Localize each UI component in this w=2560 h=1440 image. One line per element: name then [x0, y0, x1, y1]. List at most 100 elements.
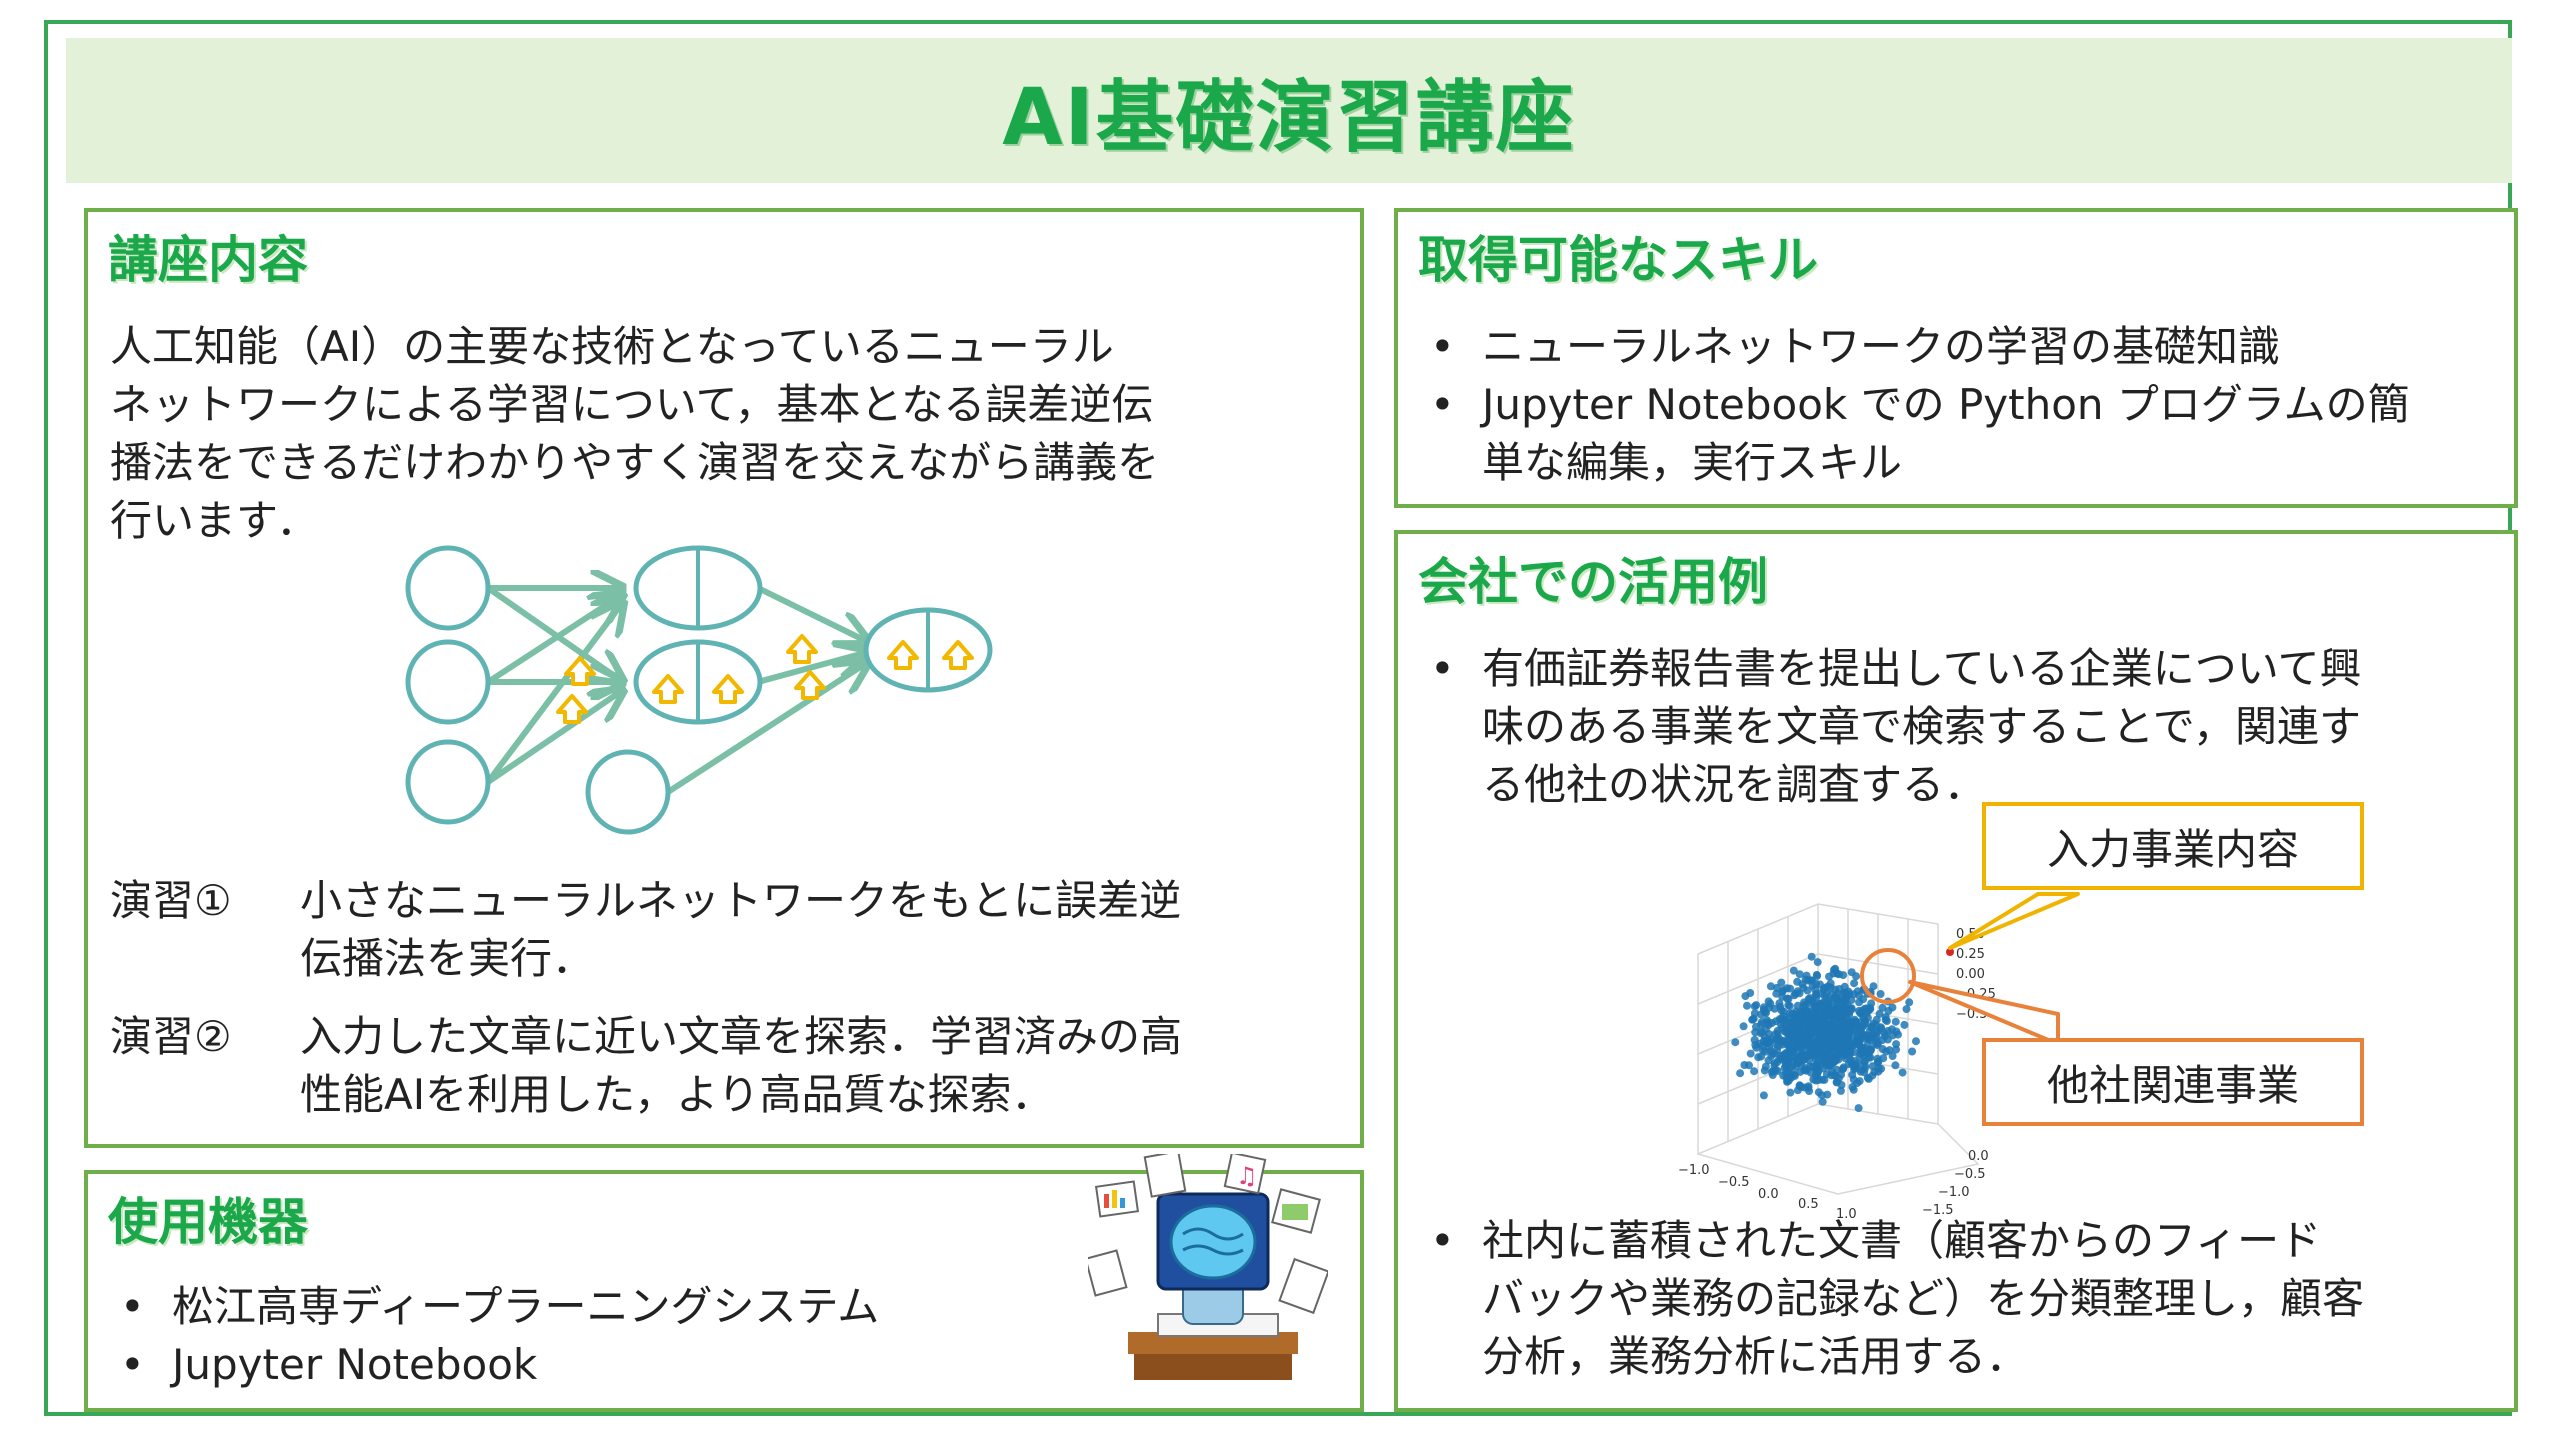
scatter-point [1751, 1041, 1760, 1049]
scatter-point [1833, 1003, 1842, 1012]
scatter-point [1771, 1066, 1780, 1075]
scatter-point [1777, 978, 1786, 987]
scatter-point [1850, 1057, 1859, 1066]
scatter-point [1804, 1016, 1813, 1025]
course-panel: 講座内容 人工知能（AI）の主要な技術となっているニューラル ネットワークによる… [84, 208, 1364, 1148]
scatter-point [1807, 952, 1816, 961]
y-tick: −0.5 [1954, 1167, 1986, 1182]
usecase-list-1: 有価証券報告書を提出している企業について興 味のある事業を文章で検索することで，… [1420, 640, 2510, 814]
scatter-point [1789, 966, 1798, 975]
scatter-point [1821, 1019, 1830, 1028]
scatter-point [1814, 1076, 1823, 1084]
scatter-3d-plot: 0.50 0.25 0.00 −0.25 −0.50 −1.0 −0.5 0.0… [1678, 903, 1996, 1222]
callout-input: 入力事業内容 [1982, 802, 2364, 890]
scatter-point [1766, 982, 1775, 991]
scatter-point [1865, 1048, 1874, 1057]
scatter-point [1777, 1006, 1786, 1015]
scatter-point [1813, 958, 1822, 967]
scatter-point [1745, 1061, 1753, 1070]
scatter-point [1736, 1069, 1745, 1078]
scatter-point [1804, 999, 1813, 1008]
scatter-point [1862, 1009, 1871, 1017]
callout-pointers [1908, 892, 2080, 1046]
scatter-point [1788, 1048, 1797, 1057]
scatter-point [1783, 1057, 1792, 1065]
scatter-point [1761, 1038, 1770, 1047]
usecase-panel: 会社での活用例 有価証券報告書を提出している企業について興 味のある事業を文章で… [1394, 530, 2518, 1412]
scatter-point [1772, 983, 1781, 992]
scatter-point [1855, 1007, 1863, 1015]
scatter-point [1795, 970, 1804, 979]
scatter-point [1902, 1005, 1911, 1014]
scatter-point [1750, 1067, 1759, 1076]
scatter-point [1849, 990, 1858, 999]
scatter-point [1882, 1017, 1891, 1025]
list-item: Jupyter Notebook [110, 1336, 1070, 1394]
equipment-heading: 使用機器 [108, 1193, 308, 1251]
scatter-point [1746, 1049, 1755, 1058]
scatter-point [1780, 1063, 1789, 1072]
scatter-point [1861, 1019, 1870, 1028]
scatter-point [1731, 1038, 1740, 1047]
list-item: 松江高専ディープラーニングシステム [110, 1278, 1070, 1336]
x-tick: 0.5 [1798, 1197, 1819, 1212]
scatter-point [1827, 990, 1836, 999]
page-title: AI基礎演習講座 [1002, 72, 1576, 163]
scatter-point [1766, 1046, 1775, 1055]
exercise-2: 演習② 入力した文章に近い文章を探索．学習済みの高 性能AIを利用した，より高品… [110, 1012, 1183, 1119]
scatter-point [1773, 1026, 1782, 1035]
scatter-point [1810, 1045, 1819, 1054]
equipment-list: 松江高専ディープラーニングシステム Jupyter Notebook [110, 1278, 1070, 1394]
scatter-point [1825, 1036, 1834, 1045]
scatter-point [1900, 1020, 1909, 1029]
scatter-point [1892, 1045, 1901, 1054]
scatter-point [1804, 1032, 1812, 1040]
scatter-point [1892, 1040, 1901, 1049]
scatter-point [1905, 998, 1914, 1007]
z-tick: 0.25 [1956, 947, 1985, 962]
list-item: ニューラルネットワークの学習の基礎知識 [1420, 318, 2510, 376]
scatter-point [1835, 1015, 1844, 1024]
scatter-point [1878, 1003, 1887, 1012]
scatter-point [1793, 987, 1802, 996]
course-heading: 講座内容 [108, 231, 308, 289]
scatter-point [1783, 994, 1791, 1003]
title-banner: AI基礎演習講座 [66, 38, 2512, 183]
scatter-point [1766, 999, 1775, 1008]
scatter-point [1879, 1054, 1888, 1063]
scatter-point [1854, 1104, 1863, 1113]
scatter-point [1811, 1022, 1820, 1031]
scatter-point [1825, 972, 1833, 981]
scatter-point [1850, 1063, 1859, 1071]
scatter-point [1834, 970, 1843, 979]
scatter-point [1861, 1062, 1870, 1071]
usecase-list-2: 社内に蓄積された文書（顧客からのフィード バックや業務の記録など）を分類整理し，… [1420, 1212, 2510, 1386]
scatter-point [1847, 968, 1856, 977]
scatter-point [1748, 1015, 1757, 1024]
scatter-point [1872, 1015, 1881, 1024]
scatter-point [1817, 1033, 1826, 1042]
scatter-point [1789, 1020, 1797, 1029]
svg-text:♫: ♫ [1236, 1162, 1258, 1190]
scatter-point [1739, 1022, 1748, 1031]
x-tick: 0.0 [1758, 1187, 1779, 1202]
z-tick: 0.00 [1956, 967, 1985, 982]
scatter-point [1883, 1027, 1892, 1035]
scatter-point [1762, 1008, 1770, 1017]
scatter-point [1855, 1038, 1864, 1047]
scatter-point [1863, 1073, 1872, 1082]
scatter-point [1775, 1055, 1784, 1063]
scatter-point [1841, 989, 1850, 998]
scatter-point [1845, 1024, 1854, 1033]
scatter-point [1759, 1046, 1767, 1055]
scatter-point [1813, 1014, 1822, 1023]
scatter-point [1782, 984, 1791, 993]
scatter-point [1759, 1091, 1768, 1100]
scatter-point [1838, 998, 1847, 1007]
scatter-point [1793, 1043, 1802, 1052]
scatter-point [1832, 1078, 1841, 1087]
scatter-point [1849, 1075, 1858, 1084]
scatter-point [1795, 1081, 1804, 1090]
x-tick: −1.0 [1678, 1163, 1710, 1178]
list-item: 有価証券報告書を提出している企業について興 味のある事業を文章で検索することで，… [1420, 640, 2510, 814]
